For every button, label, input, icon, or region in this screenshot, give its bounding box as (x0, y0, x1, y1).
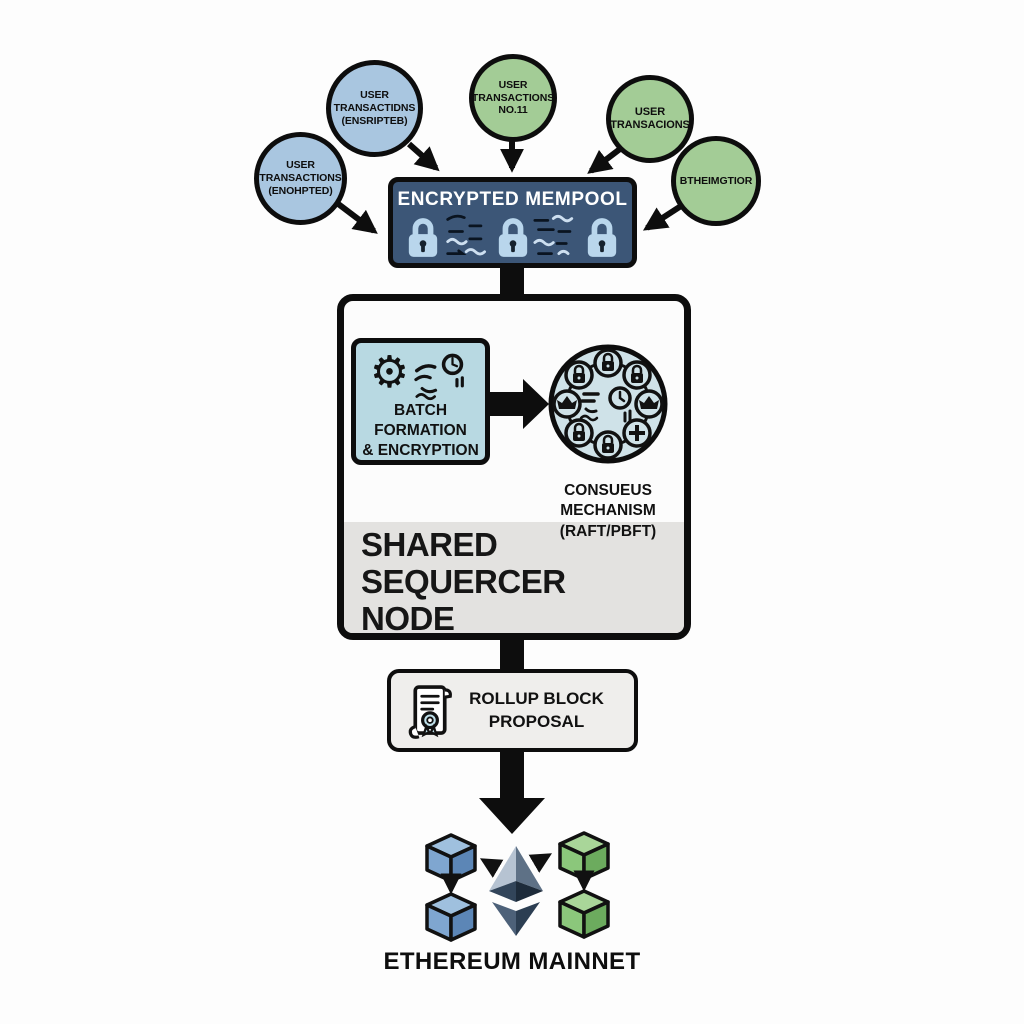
stopwatch-scribble-icon (414, 353, 465, 401)
source-1-label: USER TRANSACTIONS (ENOHPTED) (259, 159, 342, 197)
ethereum-logo-icon (489, 846, 543, 936)
green-cube-icon (558, 889, 610, 939)
ethereum-mainnet-label: ETHEREUM MAINNET (383, 948, 641, 975)
lock-icon (408, 218, 438, 257)
consensus-mechanism-label: CONSUEUS MECHANISM (RAFT/PBFT) (559, 482, 657, 540)
rollup-proposal-label: ROLLUP BLOCK PROPOSAL (469, 688, 604, 731)
ethereum-mainnet-cluster (425, 831, 610, 942)
arrow-source-4 (587, 146, 622, 174)
batch-formation-box: ⚙ BATCH FORMATION & ENCRYPTION (351, 338, 490, 465)
ciphertext-scribble-icon (533, 214, 574, 255)
consensus-center-scribble-icon (579, 386, 632, 423)
green-cube-icon (558, 831, 610, 881)
lock-node-icon (573, 422, 585, 441)
lock-node-icon (631, 364, 643, 383)
user-transactions-source-1: USER TRANSACTIONS (ENOHPTED) (254, 132, 347, 225)
source-5-label: BTHEIMGTIOR (679, 174, 753, 187)
source-4-label: USER TRANSACIONS (610, 105, 690, 131)
crown-node-icon (557, 396, 577, 409)
arrow-source-1 (335, 200, 378, 234)
user-transactions-source-5: BTHEIMGTIOR (671, 136, 761, 226)
lock-node-icon (602, 352, 614, 371)
consensus-ring-icon (548, 344, 668, 464)
batch-formation-label: BATCH FORMATION & ENCRYPTION (362, 402, 479, 459)
gear-icon: ⚙ (369, 348, 410, 397)
rollup-to-mainnet-arrowhead-icon (479, 798, 545, 834)
arrow-source-5 (642, 203, 683, 231)
user-transactions-source-2: USER TRANSACTIDNS (ENSRIPTEB) (326, 60, 423, 157)
plus-node-icon (629, 425, 645, 441)
crown-node-icon (639, 396, 659, 409)
user-transactions-source-3: USER TRANSACTIONS NO.11 (469, 54, 557, 142)
lock-icon (587, 218, 617, 257)
validator-nodes (552, 348, 664, 460)
arrow-source-2 (407, 141, 440, 172)
encrypted-mempool-box: ENCRYPTED MEMPOOL (388, 177, 637, 268)
shared-sequencer-node-box: ⚙ BATCH FORMATION & ENCRYPTION (337, 294, 691, 640)
lock-node-icon (602, 434, 614, 453)
source-3-label: USER TRANSACTIONS NO.11 (471, 78, 555, 117)
source-2-label: USER TRANSACTIDNS (ENSRIPTEB) (333, 89, 416, 127)
mempool-title: ENCRYPTED MEMPOOL (397, 189, 628, 210)
batch-to-consensus-arrow (489, 379, 549, 429)
lock-node-icon (573, 364, 585, 383)
lock-icon (498, 218, 527, 257)
ciphertext-scribble-icon (446, 214, 486, 256)
user-transactions-source-4: USER TRANSACIONS (606, 75, 694, 163)
scroll-certificate-icon (408, 684, 452, 739)
cluster-arrows (440, 853, 595, 895)
rollup-to-mainnet-arrow-shaft (500, 749, 524, 800)
node-label-band (344, 522, 684, 633)
blue-cube-icon (425, 892, 477, 942)
blue-cube-icon (425, 833, 477, 883)
sequencer-node-label: SHARED SEQUERCER NODE (361, 526, 566, 637)
rollup-block-proposal-box: ROLLUP BLOCK PROPOSAL (387, 669, 638, 752)
